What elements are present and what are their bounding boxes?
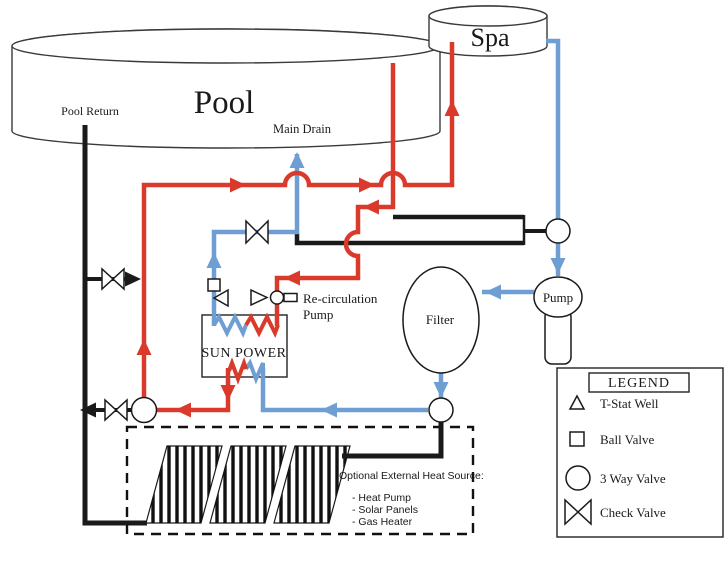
flow-arrow-left-icon (485, 284, 501, 300)
check-valve-icon (564, 498, 592, 526)
recirculation-pipe (274, 63, 396, 326)
flow-arrow-left-icon (321, 402, 337, 418)
ball-valve-icon (569, 431, 585, 447)
heat-source-item: - Solar Panels (352, 504, 418, 516)
heat-source-dashed-box (125, 425, 475, 536)
flow-arrow-up-icon (289, 152, 305, 168)
coil-bottom-cold (244, 358, 265, 385)
legend-item-label: T-Stat Well (600, 396, 659, 411)
spa-drain-pipe (546, 38, 561, 219)
flow-arrow-down-icon (550, 258, 566, 274)
pump-head (533, 276, 583, 318)
solar-feed-pipe (260, 368, 428, 413)
flow-arrow-left-icon (175, 402, 191, 418)
flow-arrow-right-icon (230, 177, 246, 193)
check-valve-icon (245, 219, 269, 245)
legend-item-label: 3 Way Valve (600, 471, 666, 486)
coil-top-cold (212, 312, 248, 338)
pool-return-label: Pool Return (61, 104, 119, 118)
legend-item-label: Ball Valve (600, 432, 655, 447)
coil-bottom-hot (227, 357, 248, 385)
panel-hatch (279, 446, 347, 523)
filter-tank (402, 266, 480, 374)
filter-label: Filter (426, 312, 455, 327)
heat-source-item: - Gas Heater (352, 516, 413, 528)
three-way-valve-icon (428, 397, 454, 423)
spa-tank (428, 5, 548, 57)
check-valve-icon (101, 267, 125, 291)
main-hot-loop-pipe (141, 42, 455, 399)
legend-box: LEGEND T-Stat Well Ball Valve 3 Way Valv… (556, 367, 724, 538)
flow-arrow-right-icon (125, 271, 141, 287)
labels: Pool Spa Pool Return Main Drain SUN POWE… (61, 23, 573, 528)
panel-hatch (215, 446, 283, 523)
t-stat-well-icon (212, 288, 229, 308)
legend-item-label: Check Valve (600, 505, 666, 520)
flow-arrow-up-icon (206, 252, 222, 268)
pump-body (544, 309, 572, 365)
flow-arrow-up-icon (136, 339, 152, 355)
pool-tank (11, 28, 441, 149)
spa-label: Spa (471, 23, 510, 52)
solar-panels (145, 445, 351, 524)
flow-arrow-left-icon (284, 270, 300, 286)
main-drain-label: Main Drain (273, 122, 332, 136)
coil-top-hot (244, 312, 280, 338)
flow-arrow-left-icon (80, 402, 96, 418)
recirculation-pump-label: Re-circulation (303, 291, 378, 306)
legend-title-box (588, 372, 690, 393)
manifold-pipe-lower (294, 233, 524, 246)
flow-arrow-down-icon (433, 382, 449, 398)
flow-arrow-up-icon (444, 100, 460, 116)
panel-hatch (151, 446, 219, 523)
fittings (101, 218, 571, 424)
pool-return-pipe (82, 125, 147, 526)
flow-arrow-right-icon (359, 177, 375, 193)
check-valve-icon (104, 398, 128, 422)
heat-source-title: Optional External Heat Source: (339, 470, 484, 482)
legend-title: LEGEND (608, 376, 670, 391)
recirculation-pump-label: Pump (303, 307, 333, 322)
heat-source-item: - Heat Pump (352, 492, 411, 504)
three-way-valve-icon (130, 396, 158, 424)
three-way-valve-icon (545, 218, 571, 244)
heat-source-pipe (342, 421, 444, 459)
flow-arrow-left-icon (363, 199, 379, 215)
recirculation-pump-icon (250, 288, 298, 307)
cold-water-pipes (206, 38, 566, 418)
pool-label: Pool (194, 85, 255, 121)
hot-water-pipes (136, 42, 460, 418)
equipment (402, 266, 583, 374)
ball-valve-icon (207, 278, 221, 292)
pump-label: Pump (543, 290, 573, 305)
t-stat-well-icon (568, 394, 586, 410)
sun-power-label: SUN POWER (201, 346, 286, 361)
flow-arrow-down-icon (220, 385, 236, 401)
three-way-valve-icon (565, 465, 591, 491)
